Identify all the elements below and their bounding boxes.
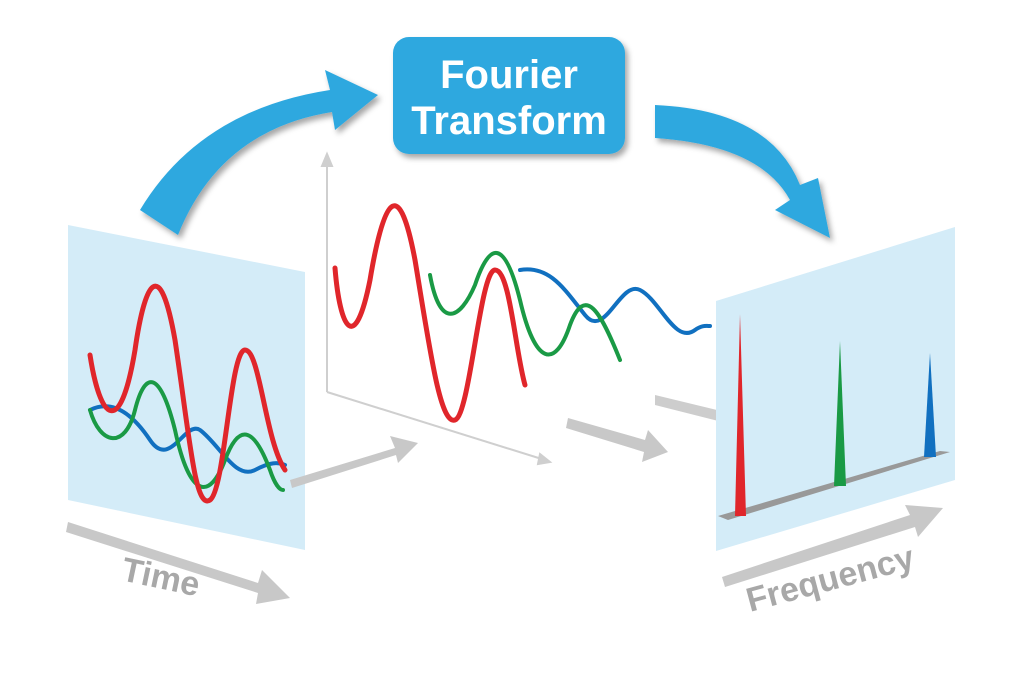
fourier-transform-box: [393, 37, 625, 154]
arrow-icon: [566, 418, 668, 462]
frequency-baseline: [718, 451, 950, 520]
decomposed-waves: [332, 203, 712, 423]
title-line-2: Transform: [411, 99, 607, 143]
green-wave: [88, 380, 285, 492]
frequency-domain-panel: [716, 227, 955, 551]
frequency-axis-arrow: [722, 505, 943, 587]
time-domain-panel: [68, 225, 305, 550]
red-wave: [87, 283, 288, 504]
frequency-peak-red: [735, 314, 746, 516]
red-component-wave: [332, 203, 528, 423]
time-label: Time: [118, 551, 203, 605]
frequency-peak-blue: [924, 353, 936, 457]
3d-axes: [320, 151, 553, 466]
arrow-icon: [290, 436, 418, 488]
time-axis-arrow: [66, 522, 290, 604]
arrow-icon: [655, 395, 770, 440]
curved-arrow-left-icon: [140, 70, 378, 235]
blue-wave: [88, 404, 287, 474]
title-line-1: Fourier: [440, 53, 578, 97]
blue-component-wave: [518, 267, 712, 335]
frequency-peak-green: [834, 341, 846, 486]
curved-arrow-right-icon: [655, 105, 830, 238]
time-waves: [87, 283, 288, 504]
green-component-wave: [428, 251, 622, 362]
